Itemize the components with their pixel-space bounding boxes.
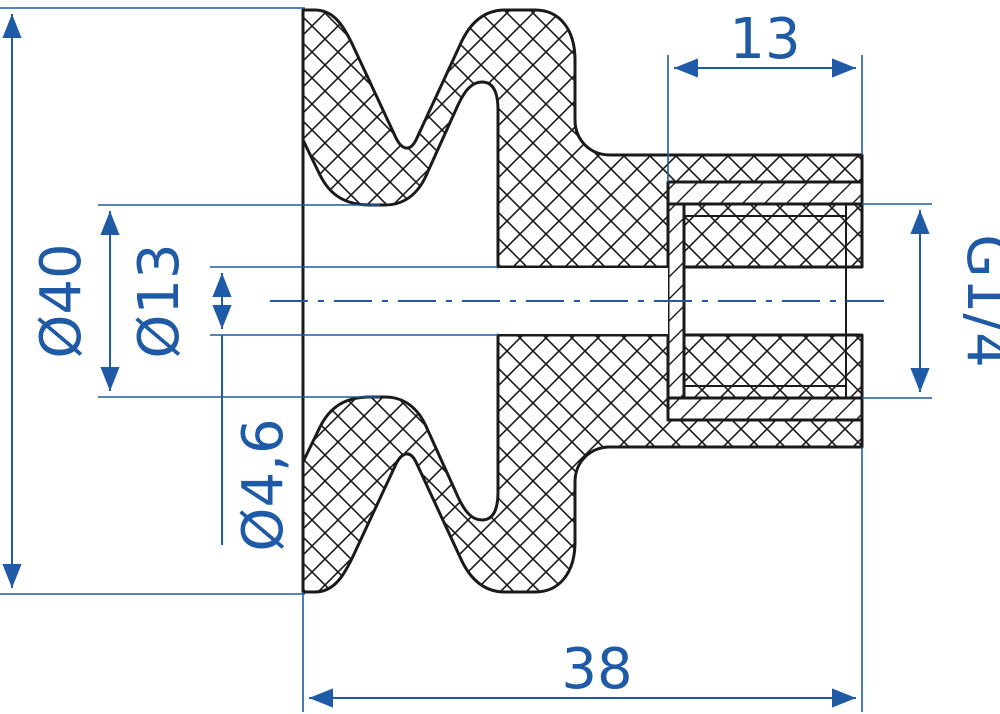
hole-diameter-label: Ø4,6	[231, 418, 296, 551]
bellows-lower-half	[301, 333, 864, 594]
dim-inner-diameter: Ø13	[98, 204, 380, 398]
dim-overall-diameter: Ø40	[0, 7, 305, 595]
dim-fitting-length: 13	[667, 7, 863, 182]
dim-hole-diameter: Ø4,6	[210, 266, 498, 552]
overall-length-label: 38	[561, 637, 632, 702]
thread-label: G1/4	[954, 234, 1000, 368]
overall-diameter-label: Ø40	[29, 243, 94, 358]
dim-overall-length: 38	[302, 447, 863, 712]
inner-diameter-label: Ø13	[127, 243, 192, 358]
fitting-length-label: 13	[729, 7, 800, 72]
dim-thread: G1/4	[862, 203, 1000, 399]
